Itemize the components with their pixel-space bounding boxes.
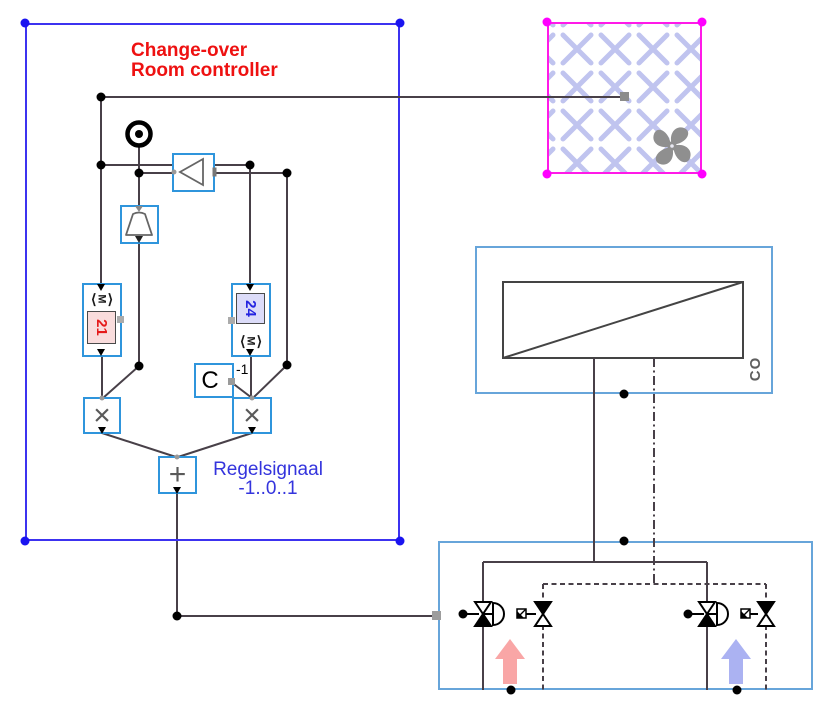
constant-value-label: -1: [236, 361, 249, 377]
bell-icon: [125, 211, 153, 236]
constant-label: C: [201, 366, 219, 394]
measurement-label: ⟨M⟩: [90, 290, 114, 307]
constant-block[interactable]: C: [194, 363, 234, 398]
fan-coil-unit[interactable]: [547, 22, 702, 174]
return-valve-hot[interactable]: [516, 601, 553, 627]
multiply-symbol: ×: [93, 398, 111, 432]
triangle-icon: [178, 157, 204, 187]
cooling-setpoint-value: 24: [236, 293, 265, 324]
sum-symbol: +: [168, 458, 187, 491]
controller-title: Change-over Room controller: [131, 41, 278, 81]
multiply-block-cooling[interactable]: ×: [232, 397, 272, 434]
valve-actuator-icon: [716, 601, 729, 627]
selection-handles-controller[interactable]: [20, 18, 405, 546]
room-controller-box[interactable]: [25, 23, 400, 541]
sum-block[interactable]: +: [158, 456, 197, 494]
supply-valve-cold[interactable]: [688, 601, 729, 627]
cooling-setpoint-block[interactable]: 24 ⟨M⟩: [231, 283, 271, 357]
heating-setpoint-block[interactable]: ⟨M⟩ 21: [82, 283, 122, 357]
valve-actuator-icon: [492, 601, 505, 627]
control-signal-label: Regelsignaal -1..0..1: [213, 459, 323, 499]
controller-title-line2: Room controller: [131, 60, 278, 81]
filter-block[interactable]: [120, 205, 159, 244]
temperature-sensor-icon[interactable]: [125, 120, 153, 148]
multiply-block-heating[interactable]: ×: [83, 397, 121, 434]
gain-block[interactable]: [172, 153, 215, 192]
measurement-label: ⟨M⟩: [239, 332, 263, 349]
change-over-label: CO: [746, 356, 764, 382]
multiply-symbol: ×: [243, 398, 261, 432]
heating-setpoint-value: 21: [87, 311, 116, 344]
controller-title-line1: Change-over: [131, 40, 248, 61]
return-valve-cold[interactable]: [740, 601, 776, 627]
change-over-unit[interactable]: [475, 246, 773, 394]
coil-hatch-pattern: [549, 24, 700, 172]
